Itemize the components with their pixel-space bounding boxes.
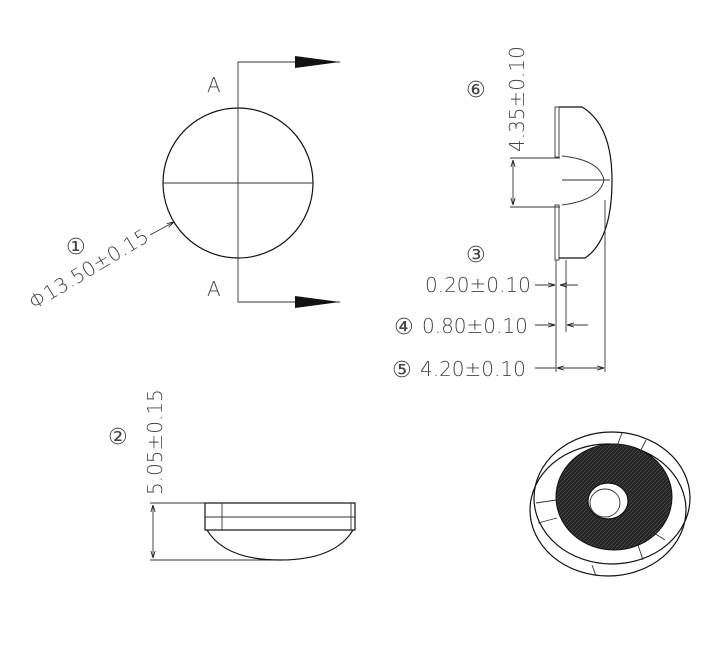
section-line	[237, 61, 340, 303]
section-label-bottom: A	[207, 277, 221, 301]
segment-line	[537, 517, 558, 524]
plate-bottom	[554, 204, 560, 261]
segment-line	[591, 564, 597, 577]
callout-4: ④	[394, 315, 414, 340]
section-label-top: A	[207, 73, 221, 97]
section-arrow-bottom	[295, 296, 340, 308]
dim-3-text: 0.20±0.10	[425, 273, 531, 297]
body-rim	[204, 502, 356, 531]
dome-outline	[559, 106, 613, 259]
callout-2: ②	[108, 425, 128, 450]
callout-1: ①	[66, 235, 86, 260]
side-view: 5.05±0.15 ②	[108, 389, 356, 561]
segment-line	[535, 499, 557, 504]
section-view: 4.35±0.10 ⑥ ③ 0.20±0.10 ④ 0.80±0.10 ⑤ 4.…	[392, 46, 613, 383]
top-view: A A ① Φ13.50±0.15	[24, 56, 340, 314]
segment-line	[637, 544, 644, 561]
callout-3: ③	[466, 243, 486, 268]
segment-line	[639, 439, 647, 453]
center-hole	[587, 482, 629, 520]
inner-bump	[561, 155, 605, 206]
section-arrow-top	[295, 56, 340, 68]
callout-5: ⑤	[392, 358, 412, 383]
plate-top	[554, 106, 560, 158]
segment-line	[653, 532, 666, 541]
height-dim-text: 5.05±0.15	[143, 389, 167, 495]
diameter-dimension: Φ13.50±0.15	[24, 224, 153, 314]
dim-5-text: 4.20±0.10	[420, 357, 526, 381]
dome-bottom	[206, 529, 354, 561]
dim-4-text: 0.80±0.10	[422, 314, 528, 338]
inner-hole	[589, 488, 621, 518]
outer-top-ellipse	[533, 431, 691, 565]
diameter-leader	[149, 222, 174, 236]
callout-6: ⑥	[466, 78, 486, 103]
segment-line	[616, 432, 623, 447]
iso-view	[529, 431, 691, 577]
dim-6-text: 4.35±0.10	[505, 46, 529, 152]
